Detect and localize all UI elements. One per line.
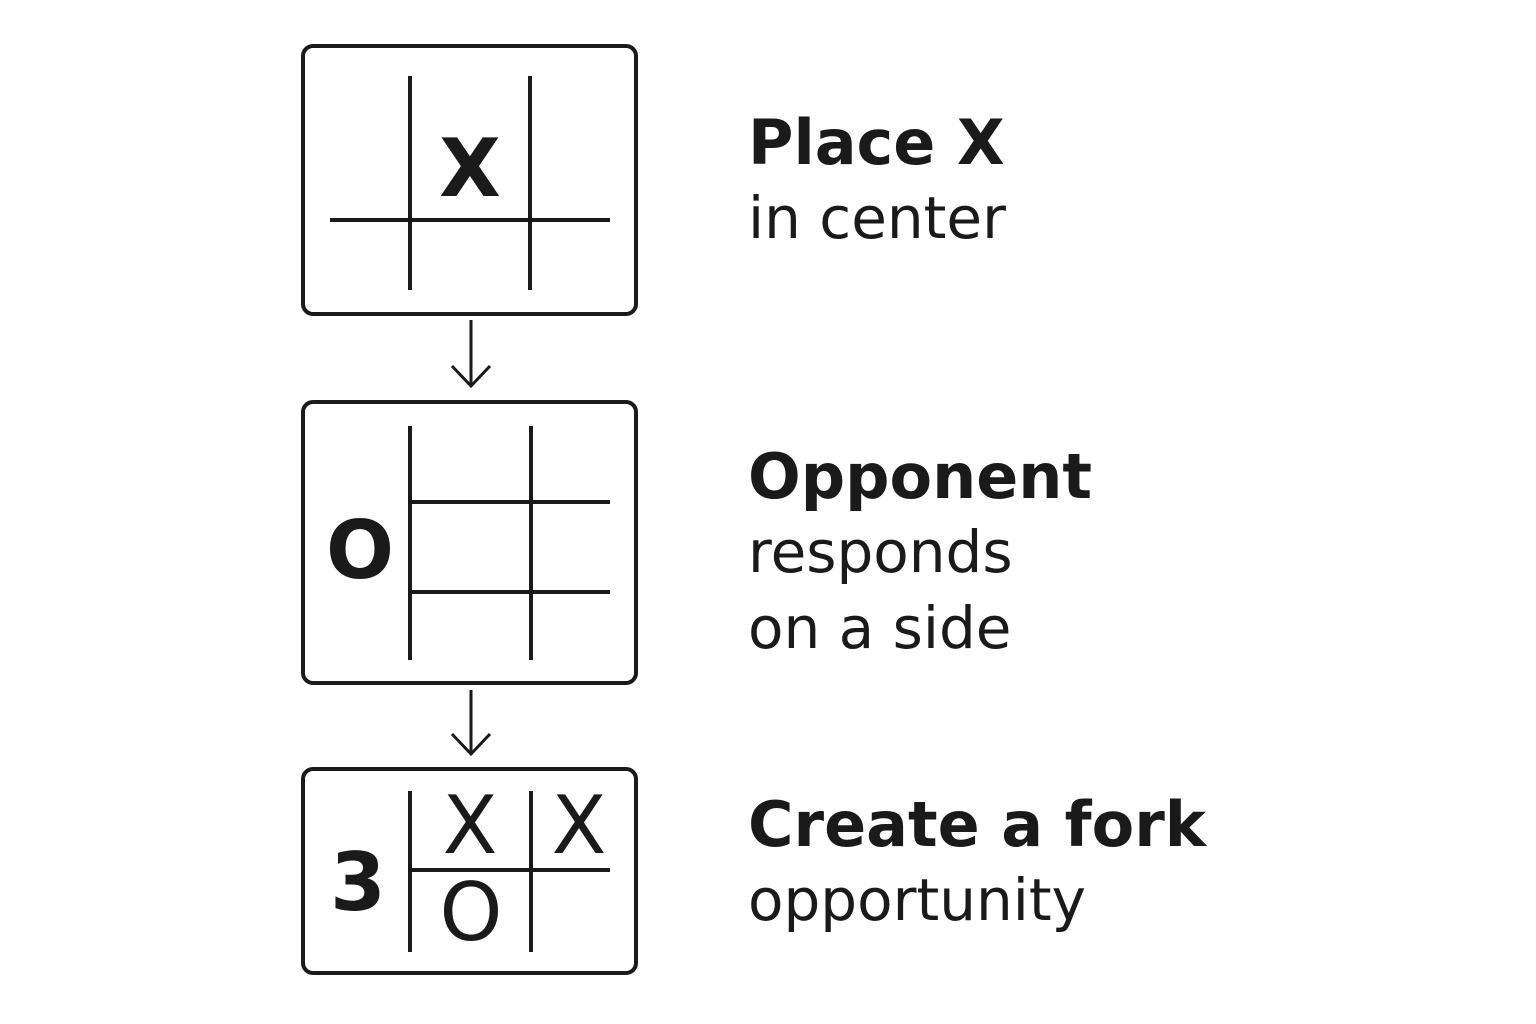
step-3-mark-x-2: X (552, 779, 607, 872)
step-2-side-marker: O (326, 504, 394, 597)
arrow-down-icon (450, 690, 492, 757)
step-3-mark-x-1: X (443, 779, 498, 872)
step-1-board-frame (301, 44, 638, 316)
step-1-desc-line-1: in center (748, 184, 1006, 252)
step-3-title: Create a fork (748, 788, 1208, 861)
step-3-mark-o: O (440, 866, 503, 959)
step-3-side-marker: 3 (330, 836, 386, 929)
step-3-board-frame (301, 767, 638, 975)
step-3-desc-line-1: opportunity (748, 866, 1086, 934)
step-1-title: Place X (748, 106, 1005, 179)
step-2-title: Opponent (748, 440, 1092, 513)
step-2-desc-line-2: on a side (748, 594, 1012, 662)
step-3: 3 X X O Create a fork opportunity (301, 767, 1208, 975)
step-2-desc-line-1: responds (748, 518, 1013, 586)
step-2-board-frame (301, 400, 638, 685)
step-1-mark-x: X (439, 122, 501, 215)
step-1: X Place X in center (301, 44, 1006, 316)
step-2: O Opponent responds on a side (301, 400, 1092, 685)
arrow-down-icon (450, 320, 492, 389)
